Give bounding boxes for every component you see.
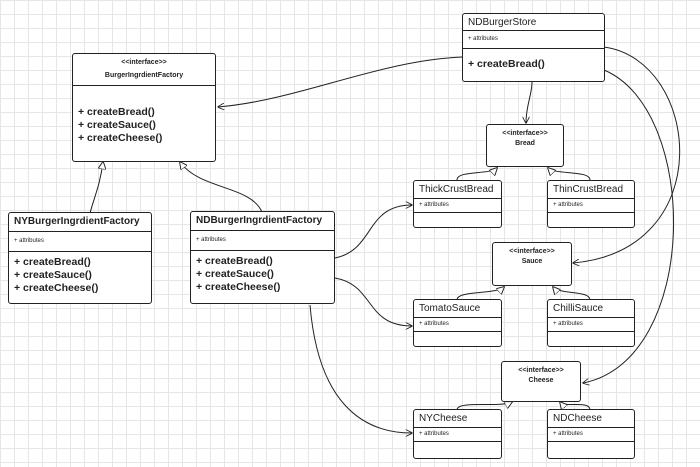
tomato-attributes: + attributes [414,318,501,332]
nd-factory-class-box[interactable]: NDBurgerIngrdientFactory + attributes + … [190,211,335,304]
tomato-realization [456,287,504,301]
chilli-attributes: + attributes [548,318,634,332]
nd-factory-name: NDBurgerIngrdientFactory [191,212,334,231]
ndcheese-name: NDCheese [548,410,634,428]
thincrust-name: ThinCrustBread [548,181,634,199]
thincrust-class-box[interactable]: ThinCrustBread + attributes [547,180,635,228]
nycheese-attributes: + attributes [414,428,501,442]
ny-factory-realization [89,162,103,214]
nd-factory-realization [180,162,263,213]
ny-method-create-sauce: + createSauce() [14,269,92,281]
store-method-create-bread: + createBread() [468,58,545,70]
factory-interface-methods: + createBread() + createSauce() + create… [73,106,215,149]
nd-factory-attributes: + attributes [191,231,334,251]
thickcrust-attributes: + attributes [414,199,501,213]
ndcheese-class-box[interactable]: NDCheese + attributes [547,409,635,459]
chilli-name: ChilliSauce [548,300,634,318]
store-to-factory-arrow [218,56,464,107]
thickcrust-name: ThickCrustBread [414,181,501,199]
nd-factory-to-thickcrust [334,205,412,259]
cheese-interface-name: Cheese [528,377,554,384]
nycheese-class-box[interactable]: NYCheese + attributes [413,409,502,459]
nycheese-name: NYCheese [414,410,501,428]
store-methods: + createBread() [463,49,604,75]
chilli-realization [553,287,591,301]
cheese-interface-stereotype: <<interface>> [518,367,564,374]
bread-interface-name: Bread [515,140,535,147]
bread-interface-stereotype: <<interface>> [502,130,548,137]
tomato-class-box[interactable]: TomatoSauce + attributes [413,299,502,347]
nd-factory-to-nycheese [309,304,412,433]
method-create-cheese: + createCheese() [78,132,163,144]
thickcrust-realization [456,168,497,181]
ny-factory-name: NYBurgerIngrdientFactory [9,213,151,232]
ny-factory-class-box[interactable]: NYBurgerIngrdientFactory + attributes + … [8,212,152,304]
store-to-cheese-arrow [583,69,674,383]
method-create-sauce: + createSauce() [78,119,156,131]
nd-method-create-bread: + createBread() [196,255,273,267]
ndcheese-realization [560,402,591,411]
ndcheese-attributes: + attributes [548,428,634,442]
store-class-box[interactable]: NDBurgerStore + attributes + createBread… [462,13,605,82]
ny-method-create-cheese: + createCheese() [14,282,99,294]
thickcrust-class-box[interactable]: ThickCrustBread + attributes [413,180,502,228]
thincrust-attributes: + attributes [548,199,634,213]
tomato-name: TomatoSauce [414,300,501,318]
store-attributes: + attributes [463,31,604,49]
factory-interface-divider [73,85,215,106]
ny-factory-methods: + createBread() + createSauce() + create… [9,252,151,299]
chilli-class-box[interactable]: ChilliSauce + attributes [547,299,635,347]
nycheese-realization [456,402,512,411]
nd-method-create-sauce: + createSauce() [196,268,274,280]
ny-factory-attributes: + attributes [9,232,151,252]
factory-interface-name: BurgerIngrdientFactory [104,72,184,79]
store-name: NDBurgerStore [463,14,604,31]
cheese-interface-box[interactable]: <<interface>> Cheese [501,361,581,402]
ny-method-create-bread: + createBread() [14,256,91,268]
nd-factory-to-tomato [334,277,412,326]
factory-interface-box[interactable]: <<interface>> BurgerIngrdientFactory + c… [72,53,216,162]
sauce-interface-stereotype: <<interface>> [509,248,555,255]
nd-method-create-cheese: + createCheese() [196,281,281,293]
thincrust-realization [548,168,591,181]
sauce-interface-name: Sauce [521,258,543,265]
sauce-interface-box[interactable]: <<interface>> Sauce [492,242,572,286]
store-to-sauce-arrow [573,46,681,263]
bread-interface-box[interactable]: <<interface>> Bread [486,124,564,167]
store-to-bread-arrow [526,81,533,123]
nd-factory-methods: + createBread() + createSauce() + create… [191,251,334,298]
method-create-bread: + createBread() [78,106,155,118]
factory-interface-stereotype: <<interface>> [121,59,167,66]
